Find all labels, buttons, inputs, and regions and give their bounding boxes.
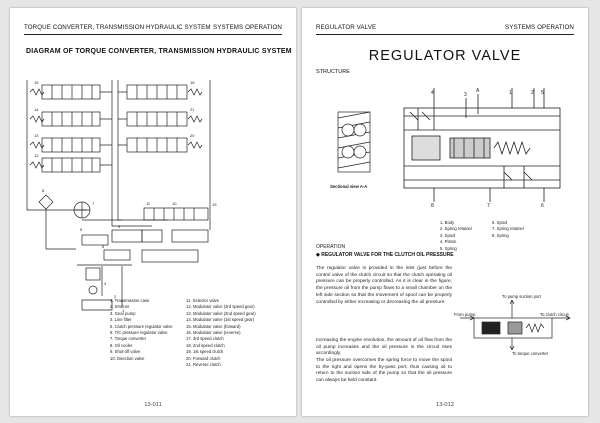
legend-item: 2. Strainer [110,304,130,310]
callout-label: 1 [509,90,512,96]
paragraph-2: Increasing the engine revolution, the am… [316,338,452,357]
header-right: SYSTEMS OPERATION [505,24,574,31]
svg-text:15: 15 [34,80,39,85]
legend-item: 19. 1st speed clutch [186,349,224,355]
flow-label-pump-suction: To pump suction port [502,294,541,299]
flow-label-clutch: To clutch circuit [540,312,569,317]
structure-label: STRUCTURE [316,69,350,75]
callout-label: 6 [541,203,544,208]
svg-text:1: 1 [122,308,125,313]
legend-item: 7. Torque converter [110,336,147,342]
legend-item: 4. Line filter [110,317,132,323]
parts-item: 3. Spool [440,232,456,238]
valve-cross-section: 4 3 A 1 2 5 8 7 6 [403,88,561,208]
legend-item: 12. Modulator valve (3rd speed gear) [186,304,255,310]
legend-item: 21. Reverse clutch [186,361,221,367]
legend-item: 6. T/C pressure regulator valve [110,329,168,335]
callout-label: 2 [531,90,534,96]
legend-item: 16. Modulator valve (reverse) [186,329,241,335]
diagram-title: DIAGRAM OF TORQUE CONVERTER, TRANSMISSIO… [26,48,292,55]
page-header: TORQUE CONVERTER, TRANSMISSION HYDRAULIC… [24,22,282,35]
legend-item: 14. Modulator valve (1st speed gear) [186,317,255,323]
legend-item: 8. Oil cooler [110,342,133,348]
legend-item: 20. Forward clutch [186,355,221,361]
callout-label: 3 [464,92,467,98]
section-view-drawing [337,111,371,173]
svg-text:7: 7 [92,201,95,206]
legend-item: 11. Selector valve [186,298,219,303]
parts-item: 5. Spring [440,245,457,251]
page-title: REGULATOR VALVE [368,48,522,64]
parts-item: 6. Spool [492,220,508,225]
svg-text:5: 5 [80,227,83,232]
parts-item: 1. Body [440,220,455,225]
svg-text:16: 16 [190,80,195,85]
page-header: REGULATOR VALVE SYSTEMS OPERATION [316,22,574,35]
parts-item: 2. Spring retainer [440,226,473,232]
legend-item: 18. 2nd speed clutch [186,342,225,348]
legend-item: 17. 3rd speed clutch [186,336,224,342]
callout-label: 7 [487,203,490,208]
svg-text:8: 8 [42,188,45,193]
legend-item: 10. Direction valve [110,355,145,361]
svg-text:12: 12 [34,153,39,158]
svg-text:4: 4 [104,281,107,286]
paragraph-3: The oil pressure overcomes the spring fo… [316,358,452,384]
page-number: 13-012 [435,402,455,408]
svg-text:10: 10 [172,201,177,206]
legend-item: 3. Gear pump [110,310,136,316]
parts-item: 4. Piston [440,239,457,245]
svg-text:9: 9 [118,224,121,229]
callout-label: 8 [431,203,434,208]
right-page: REGULATOR VALVE SYSTEMS OPERATION REGULA… [302,8,588,416]
svg-text:2: 2 [114,294,117,299]
svg-text:21: 21 [190,107,195,112]
parts-item: 8. Spring [492,232,509,238]
flow-diagram [460,300,571,350]
header-left: TORQUE CONVERTER, TRANSMISSION HYDRAULIC… [24,24,211,31]
legend-item: 13. Modulator valve (2nd speed gear) [186,310,256,316]
flow-label-from-pump: From pump [454,312,476,317]
svg-text:11: 11 [146,201,151,206]
callout-label: 4 [431,90,434,96]
callout-label: A [476,88,480,94]
flow-label-torque: To torque converter [512,351,549,356]
svg-text:19: 19 [212,202,217,207]
header-left: REGULATOR VALVE [316,24,377,31]
section-caption: Sectional view A-A [330,184,368,189]
left-page: TORQUE CONVERTER, TRANSMISSION HYDRAULIC… [10,8,296,416]
svg-text:6: 6 [102,244,105,249]
operation-label: OPERATION [316,244,346,250]
legend-item: 5. Clutch pressure regulator valve [110,323,173,329]
legend-item: 15. Modulator valve (forward) [186,323,241,329]
legend-item: 9. Shut-off valve [110,349,141,355]
paragraph-1: The regulator valve is provided in the i… [316,266,452,305]
header-right: SYSTEMS OPERATION [213,24,282,31]
parts-item: 7. Spring retainer [492,226,525,232]
callout-label: 5 [541,90,544,96]
legend-item: 1. Transmission case [110,298,150,303]
svg-text:14: 14 [34,107,39,112]
page-number: 13-011 [144,402,162,408]
bullet-heading: ◆ REGULATOR VALVE FOR THE CLUTCH OIL PRE… [316,252,454,258]
svg-text:20: 20 [190,133,195,138]
svg-text:13: 13 [34,133,39,138]
